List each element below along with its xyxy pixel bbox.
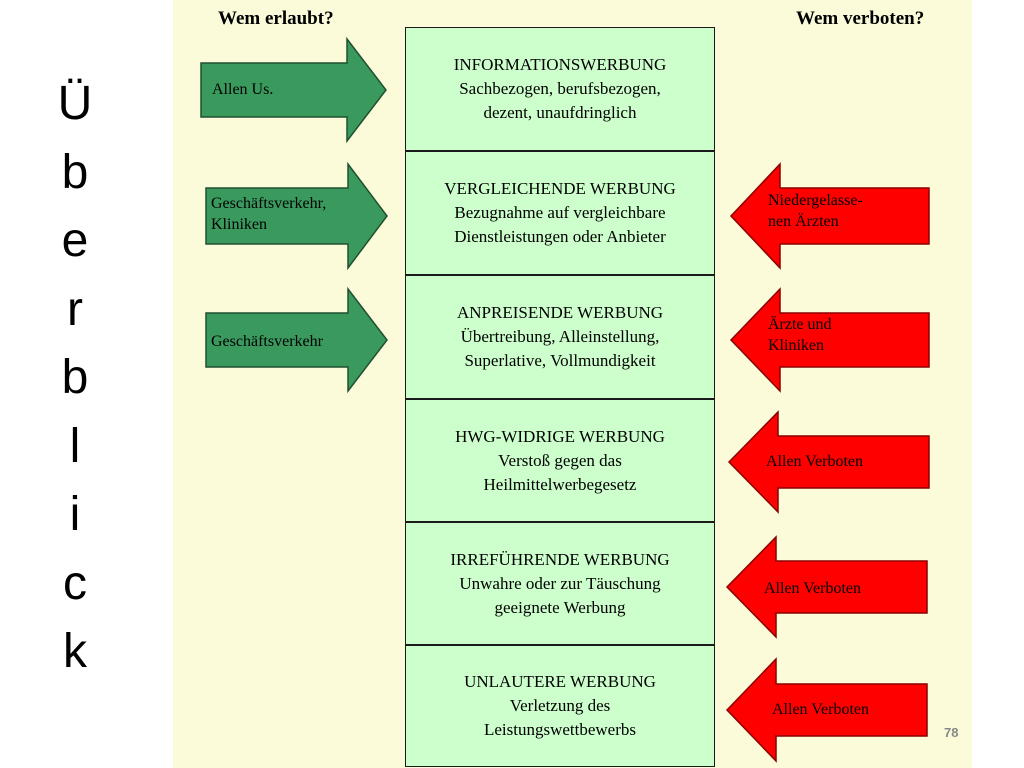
allowed-header: Wem erlaubt? (218, 8, 334, 29)
page-number: 78 (944, 725, 959, 740)
title-letter: i (69, 488, 81, 541)
category-description: Sachbezogen, berufsbezogen, (459, 79, 661, 98)
forbidden-label: Allen Verboten (766, 453, 864, 470)
title-letter: e (61, 214, 89, 267)
category-title: ANPREISENDE WERBUNG (456, 303, 664, 322)
forbidden-header: Wem verboten? (796, 8, 925, 29)
category-description: Leistungswettbewerbs (483, 720, 637, 739)
forbidden-arrow: Allen Verboten (725, 657, 928, 763)
category-box-hwg: HWG-WIDRIGE WERBUNG Verstoß gegen das He… (405, 399, 715, 522)
title-letter: r (67, 282, 83, 336)
category-description: Verletzung des (509, 696, 611, 715)
title-letter: Ü (57, 77, 93, 130)
allowed-label: Geschäftsverkehr (211, 333, 323, 350)
forbidden-arrow: Allen Verboten (727, 410, 930, 514)
category-description: Übertreibung, Alleinstellung, (460, 327, 660, 346)
category-description: Heilmittelwerbegesetz (483, 474, 637, 494)
category-title: INFORMATIONSWERBUNG (453, 55, 667, 74)
category-title: UNLAUTERE WERBUNG (464, 672, 656, 691)
category-title: IRREFÜHRENDE WERBUNG (450, 549, 670, 569)
title-letter: k (63, 625, 87, 678)
category-description: Unwahre oder zur Täuschung (459, 573, 661, 593)
category-description: Verstoß gegen das (498, 450, 622, 470)
category-title: HWG-WIDRIGE WERBUNG (455, 426, 665, 446)
category-box-promotional: ANPREISENDE WERBUNG Übertreibung, Allein… (405, 275, 715, 399)
allowed-arrow: Geschäftsverkehr (205, 286, 388, 394)
category-description: Dienstleistungen oder Anbieter (454, 227, 666, 246)
category-box-information: INFORMATIONSWERBUNG Sachbezogen, berufsb… (405, 27, 715, 151)
category-box-misleading: IRREFÜHRENDE WERBUNG Unwahre oder zur Tä… (405, 522, 715, 645)
category-box-unfair: UNLAUTERE WERBUNG Verletzung des Leistun… (405, 645, 715, 767)
title-letter: l (69, 419, 81, 473)
category-box-comparative: VERGLEICHENDE WERBUNG Bezugnahme auf ver… (405, 151, 715, 275)
category-title: VERGLEICHENDE WERBUNG (444, 179, 676, 198)
title-letter: b (61, 351, 89, 404)
allowed-arrow: Geschäftsverkehr,Kliniken (205, 161, 388, 271)
category-description: dezent, unaufdringlich (483, 103, 637, 122)
allowed-arrow: Allen Us. (200, 36, 387, 144)
category-description: Bezugnahme auf vergleichbare (454, 203, 666, 222)
category-description: Superlative, Vollmundigkeit (464, 351, 656, 370)
vertical-title: Ü b e r b l i c k (40, 70, 110, 687)
forbidden-arrow: Allen Verboten (725, 535, 928, 639)
forbidden-label: Allen Verboten (772, 701, 870, 718)
title-letter: c (63, 556, 87, 610)
forbidden-label: Allen Verboten (764, 580, 862, 597)
allowed-label: Allen Us. (212, 81, 274, 98)
allowed-label: Geschäftsverkehr,Kliniken (211, 195, 327, 233)
forbidden-arrow: Niedergelasse-nen Ärzten (729, 162, 930, 270)
category-description: geeignete Werbung (494, 597, 626, 617)
title-letter: b (61, 145, 89, 199)
forbidden-label: Niedergelasse-nen Ärzten (768, 192, 863, 230)
